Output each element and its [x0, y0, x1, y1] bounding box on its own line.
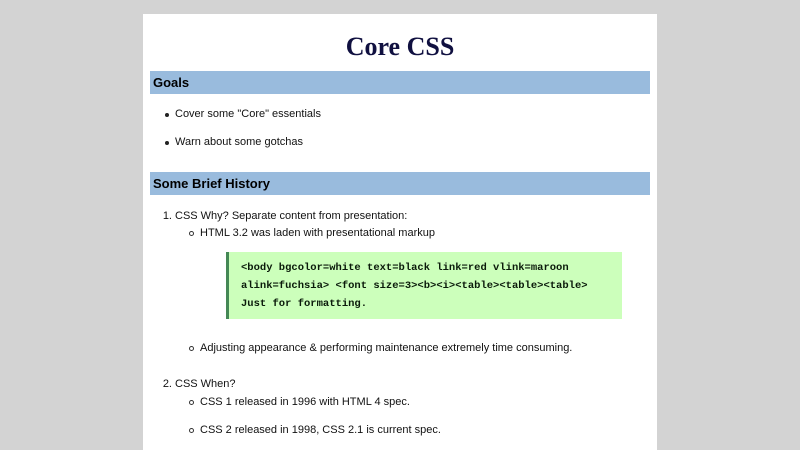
list-item-text: CSS Why? Separate content from presentat… — [175, 210, 408, 222]
document-page: Core CSS Goals Cover some "Core" essenti… — [143, 14, 657, 450]
circle-bullet-icon — [189, 346, 194, 351]
sub-list-item-text: Adjusting appearance & performing mainte… — [200, 342, 573, 354]
list-item-text: CSS When? — [175, 378, 236, 390]
sub-list-item-text: HTML 3.2 was laden with presentational m… — [200, 227, 435, 239]
list-item-number: 1. — [162, 210, 172, 222]
section-goals: Goals — [143, 71, 657, 94]
code-line: alink=fuchsia> <font size=3><b><i><table… — [241, 280, 588, 292]
bullet-icon — [165, 113, 169, 117]
bullet-icon — [165, 141, 169, 145]
list-item-number: 2. — [162, 378, 172, 390]
list-item-text: Warn about some gotchas — [175, 136, 303, 148]
circle-bullet-icon — [189, 428, 194, 433]
list-item-text: Cover some "Core" essentials — [175, 108, 321, 120]
section-heading-history: Some Brief History — [150, 172, 650, 195]
code-block: <body bgcolor=white text=black link=red … — [226, 252, 622, 319]
section-history: Some Brief History — [143, 172, 657, 195]
sub-list-item-text: CSS 1 released in 1996 with HTML 4 spec. — [200, 396, 410, 408]
code-line: Just for formatting. — [241, 298, 368, 310]
sub-list-item-text: CSS 2 released in 1998, CSS 2.1 is curre… — [200, 424, 441, 436]
section-heading-goals: Goals — [150, 71, 650, 94]
code-line: <body bgcolor=white text=black link=red … — [241, 262, 569, 274]
circle-bullet-icon — [189, 400, 194, 405]
page-title: Core CSS — [345, 32, 455, 61]
circle-bullet-icon — [189, 231, 194, 236]
